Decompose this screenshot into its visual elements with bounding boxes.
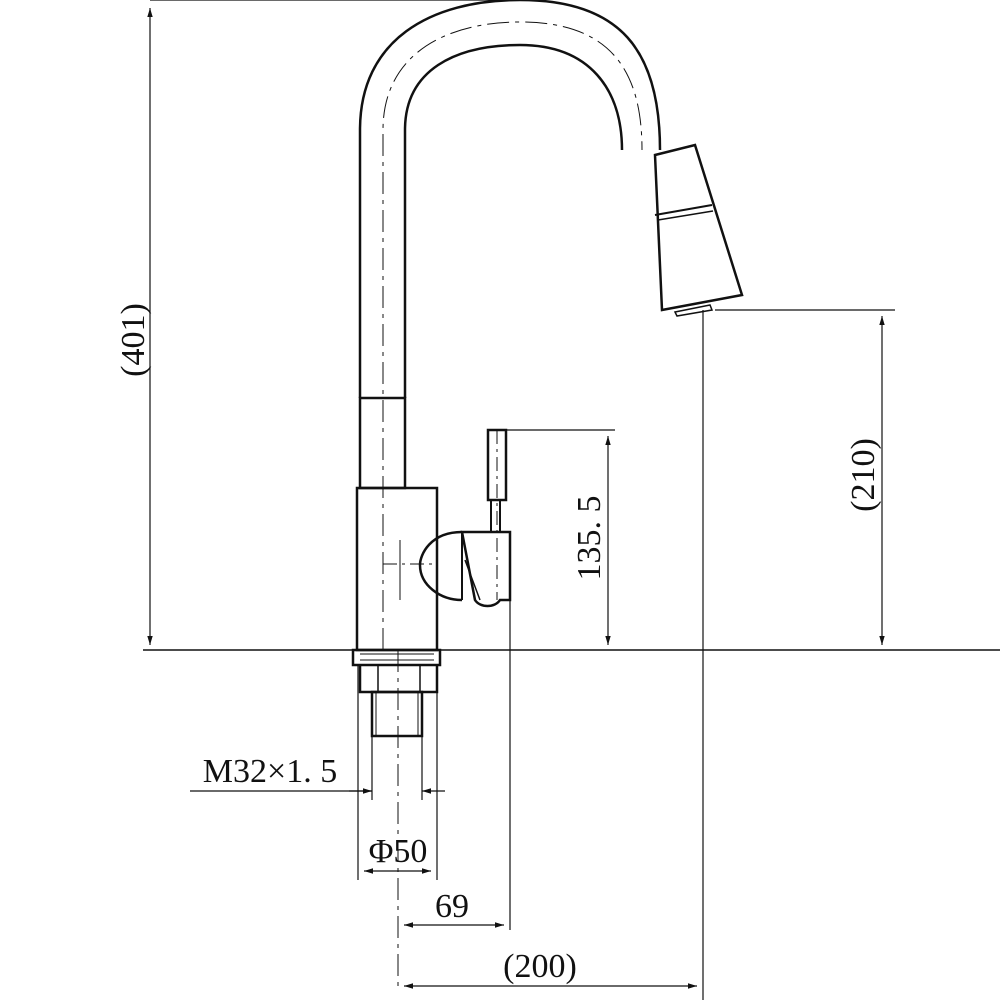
lever-handle bbox=[418, 428, 512, 608]
dim-spout-height bbox=[702, 309, 895, 1000]
dim-handle-height bbox=[506, 429, 615, 930]
thread-label: M32×1. 5 bbox=[203, 753, 337, 790]
spray-head bbox=[653, 143, 744, 317]
dim-base-diameter bbox=[357, 665, 438, 880]
dim-overall-height bbox=[147, 0, 520, 645]
spout-reach-label: (200) bbox=[503, 948, 577, 985]
handle-offset-label: 69 bbox=[435, 888, 469, 925]
dim-thread bbox=[190, 736, 445, 800]
faucet-body bbox=[355, 486, 439, 652]
handle-height-label: 135. 5 bbox=[571, 496, 608, 581]
base-diameter-label: Φ50 bbox=[369, 833, 428, 870]
overall-height-label: (401) bbox=[115, 303, 152, 377]
threaded-shank bbox=[351, 648, 442, 738]
spout-height-label: (210) bbox=[845, 438, 882, 512]
